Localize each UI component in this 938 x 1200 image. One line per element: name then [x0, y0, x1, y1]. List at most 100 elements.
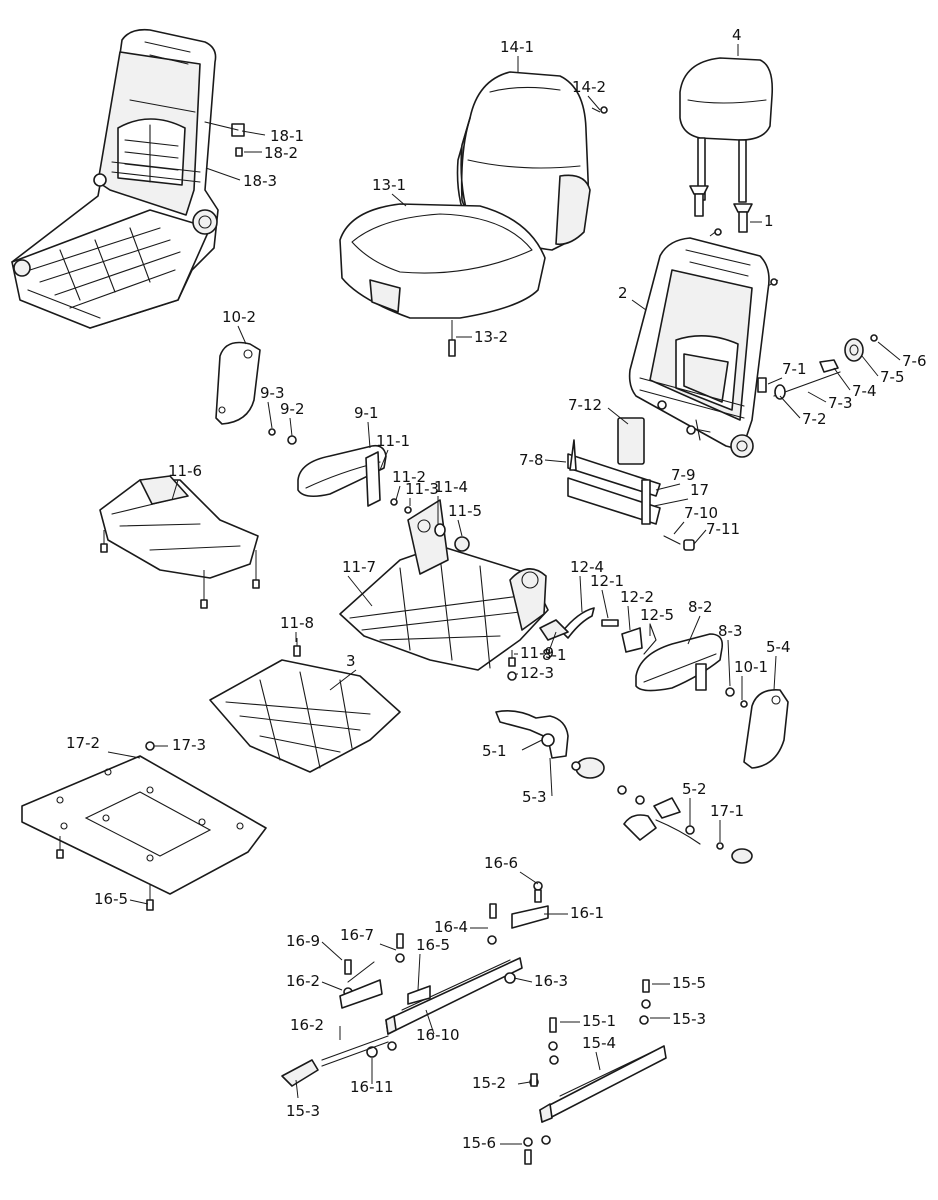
callout-label: 8-1: [542, 646, 567, 664]
leader-line: [861, 355, 879, 377]
callout-label: 17: [690, 481, 709, 499]
armrest-right: [635, 633, 748, 708]
leader-line: [607, 407, 629, 425]
callout-label: 10-1: [734, 658, 768, 676]
callout-label: 5-1: [482, 742, 507, 760]
callout-label: 15-5: [672, 974, 706, 992]
callout-label: 15-3: [672, 1010, 706, 1028]
callout-label: 9-1: [354, 404, 379, 422]
callout-label: 11-7: [342, 558, 376, 576]
callout-label: 7-6: [902, 352, 927, 370]
leader-line: [321, 941, 343, 961]
callout-label: 16-3: [534, 972, 568, 990]
seat-rail-lower: [523, 979, 667, 1165]
leader-line: [653, 498, 689, 507]
seat-rail-upper: [281, 881, 549, 1087]
leader-line: [457, 519, 463, 537]
callout-label: 16-4: [434, 918, 468, 936]
recline-lever: [539, 607, 657, 655]
leader-line: [379, 943, 397, 951]
callout-label: 16-7: [340, 926, 374, 944]
callout-label: 12-3: [520, 664, 554, 682]
leader-line: [295, 1079, 299, 1099]
callout-label: 15-1: [582, 1012, 616, 1030]
callout-label: 7-11: [706, 520, 740, 538]
callout-label: 15-6: [462, 1134, 496, 1152]
leader-line: [517, 1081, 531, 1085]
leader-line: [241, 130, 266, 136]
leader-line: [379, 449, 389, 471]
leader-line: [205, 167, 241, 181]
leader-line: [391, 193, 407, 207]
callout-labels: 18-118-218-314-114-213-113-24127-17-27-3…: [66, 26, 927, 1152]
leader-line: [129, 899, 149, 905]
callout-label: 7-2: [802, 410, 827, 428]
leader-line: [595, 1051, 601, 1071]
leader-line: [544, 459, 567, 463]
leader-line: [779, 395, 801, 419]
leader-line: [347, 575, 373, 607]
back-cushion: [456, 71, 608, 251]
leader-line: [289, 417, 293, 437]
seat-cushion: [339, 203, 546, 357]
callout-label: 9-2: [280, 400, 305, 418]
side-cover-right: [743, 689, 789, 769]
callout-label: 1: [764, 212, 774, 230]
callout-label: 17-1: [710, 802, 744, 820]
leader-line: [519, 871, 539, 885]
callout-label: 18-3: [243, 172, 277, 190]
callout-label: 7-1: [782, 360, 807, 378]
callout-label: 4: [732, 26, 742, 44]
leader-line: [549, 757, 553, 797]
callout-label: 11-3: [405, 480, 439, 498]
callout-label: 12-4: [570, 558, 604, 576]
leader-line: [673, 521, 685, 535]
leader-line: [773, 655, 777, 691]
leader-line: [267, 401, 273, 429]
leader-line: [687, 615, 701, 645]
callout-label: 8-2: [688, 598, 713, 616]
callout-label: 11-4: [434, 478, 468, 496]
callout-label: 8-3: [718, 622, 743, 640]
callout-label: 7-8: [519, 451, 544, 469]
callout-label: 11-8: [280, 614, 314, 632]
callout-label: 16-6: [484, 854, 518, 872]
leader-line: [579, 575, 583, 613]
callout-label: 11-6: [168, 462, 202, 480]
callout-label: 14-1: [500, 38, 534, 56]
callout-label: 10-2: [222, 308, 256, 326]
callout-label: 16-2: [290, 1016, 324, 1034]
callout-label: 16-5: [416, 936, 450, 954]
callout-label: 11-9: [520, 644, 554, 662]
armrest-left: [268, 428, 412, 514]
callout-label: 12-5: [640, 606, 674, 624]
leader-line: [807, 391, 827, 403]
leader-line: [237, 325, 247, 345]
leader-line: [425, 1009, 435, 1035]
callout-label: 11-2: [392, 468, 426, 486]
leader-line: [417, 953, 421, 991]
callout-label: 7-9: [671, 466, 696, 484]
leader-line: [627, 605, 631, 631]
callout-label: 2: [618, 284, 628, 302]
leader-line: [877, 341, 901, 361]
callout-label: 17-2: [66, 734, 100, 752]
callout-label: 16-11: [350, 1078, 394, 1096]
callout-label: 7-3: [828, 394, 853, 412]
seat-frame-assembly: [11, 28, 245, 329]
callout-label: 5-4: [766, 638, 791, 656]
callout-label: 7-10: [684, 504, 718, 522]
mount-plate: [21, 741, 267, 911]
callout-label: 11-1: [376, 432, 410, 450]
callout-label: 16-9: [286, 932, 320, 950]
callout-label: 3: [346, 652, 356, 670]
callout-label: 12-2: [620, 588, 654, 606]
callout-label: 15-3: [286, 1102, 320, 1120]
seat-base-frame: [339, 499, 549, 671]
seat-belt-buckle: [495, 710, 753, 864]
leader-line: [367, 421, 371, 449]
callout-label: 12-1: [590, 572, 624, 590]
callout-label: 7-4: [852, 382, 877, 400]
callout-label: 16-10: [416, 1026, 460, 1044]
